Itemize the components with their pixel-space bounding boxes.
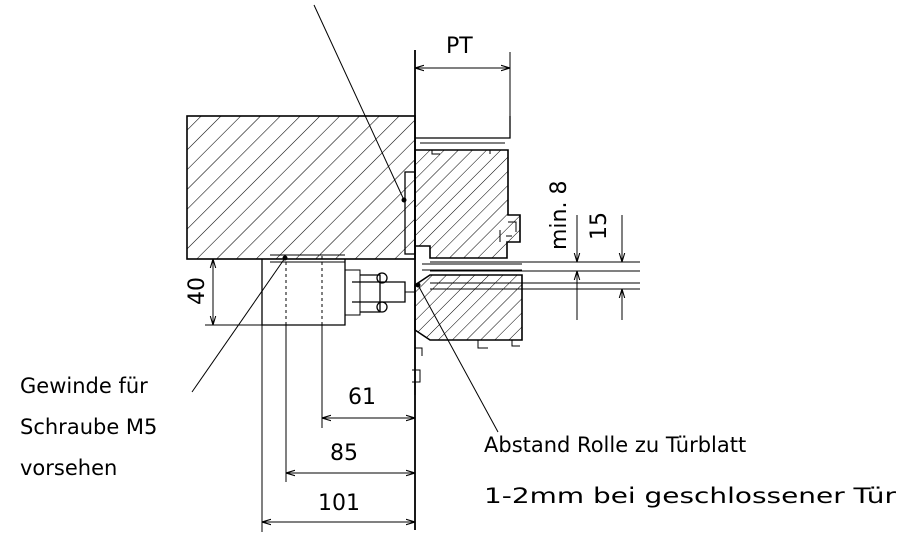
label-pt: PT	[446, 34, 473, 59]
note-gewinde-line3: vorsehen	[20, 456, 117, 480]
dimension-min8: min. 8	[430, 181, 640, 320]
dimension-101: 101	[261, 325, 415, 532]
door-leaf-upper	[414, 116, 521, 259]
dimension-85: 85	[285, 325, 415, 482]
wall-recess	[404, 171, 416, 255]
label-61: 61	[348, 385, 376, 410]
wall-block	[186, 115, 416, 260]
label-40: 40	[185, 277, 210, 305]
label-101: 101	[318, 491, 360, 516]
dimension-40: 40	[185, 258, 262, 326]
leader-top	[313, 4, 405, 201]
label-85: 85	[330, 441, 358, 466]
leader-top-dot	[401, 197, 407, 203]
dimension-pt: PT	[415, 34, 511, 116]
note-abstand-line2: 1-2mm bei geschlossener Tür	[484, 484, 896, 508]
leader-gewinde	[191, 255, 288, 393]
door-stopper	[261, 254, 415, 326]
label-min8: min. 8	[547, 181, 572, 250]
leader-abstand	[415, 282, 499, 433]
note-gewinde-line1: Gewinde für	[20, 374, 148, 398]
dimension-61: 61	[321, 325, 415, 428]
note-abstand-line1: Abstand Rolle zu Türblatt	[484, 433, 746, 457]
label-15: 15	[587, 212, 612, 240]
note-gewinde-line2: Schraube M5	[20, 415, 157, 439]
dimension-15: 15	[587, 212, 622, 320]
